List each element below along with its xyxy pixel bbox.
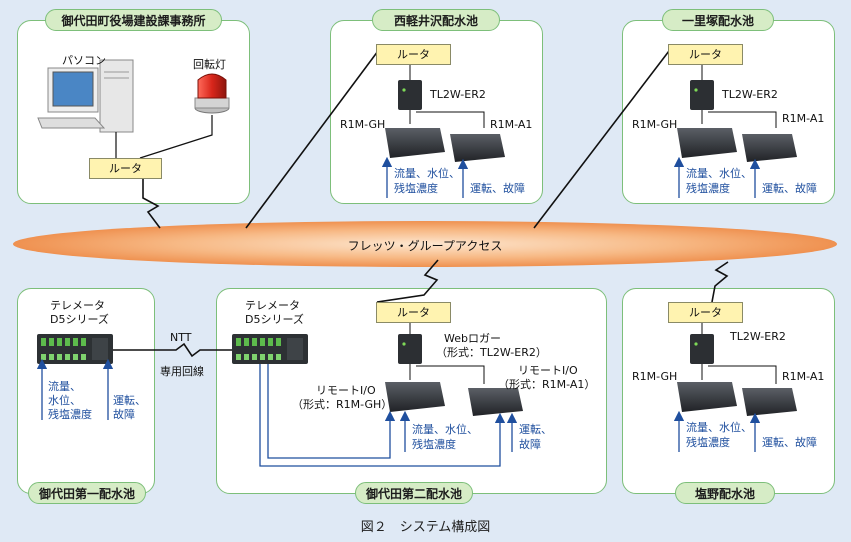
- remote-io-a1-icon: [450, 134, 505, 162]
- gh-label-2: （形式：R1M-GH）: [292, 398, 393, 411]
- gh-signal-1: 流量、水位、: [686, 167, 752, 180]
- link-shiono: [711, 261, 729, 303]
- router-shiono: ルータ: [668, 302, 743, 323]
- a1-label: R1M-A1: [782, 370, 825, 383]
- a1-label-2: （形式：R1M-A1）: [498, 378, 596, 391]
- link-daini: [376, 259, 439, 303]
- computer-icon: [37, 59, 134, 133]
- office-title: 御代田町役場建設課事務所: [45, 9, 222, 31]
- signal-right-2: 故障: [113, 408, 135, 421]
- gh-signal-2: 残塩濃度: [686, 436, 730, 449]
- remote-io-gh-icon: [677, 382, 737, 412]
- telemeter-label-1: テレメータ: [50, 299, 105, 312]
- figure-caption: 図２ システム構成図: [360, 520, 491, 535]
- telemeter-d5-icon-daini: [232, 334, 308, 364]
- gh-label: R1M-GH: [340, 118, 386, 131]
- logger-icon: [690, 80, 714, 110]
- gh-signal-1: 流量、水位、: [686, 421, 752, 434]
- ntt-label: NTT: [170, 331, 192, 344]
- pc-label: パソコン: [62, 54, 106, 67]
- network-cloud: [13, 221, 837, 267]
- a1-label: R1M-A1: [782, 112, 825, 125]
- site-devices-shiono: [673, 323, 797, 452]
- logger-label: TL2W-ER2: [722, 88, 778, 101]
- a1-signal-1: 運転、故障: [762, 436, 817, 449]
- link-ichiri: [533, 50, 670, 229]
- logger-label: TL2W-ER2: [430, 88, 486, 101]
- logger-icon: [398, 80, 422, 110]
- remote-io-a1-icon: [742, 388, 797, 416]
- a1-label: R1M-A1: [490, 118, 533, 131]
- signal-left-2: 水位、: [48, 394, 81, 407]
- telemeter-label-2: D5シリーズ: [50, 313, 109, 326]
- gh-signal-1: 流量、水位、: [394, 167, 460, 180]
- a1-signal-1: 運転、故障: [762, 182, 817, 195]
- web-logger-icon: [398, 334, 422, 364]
- gh-label: R1M-GH: [632, 370, 678, 383]
- wan-links: [142, 50, 729, 303]
- remote-io-a1-icon: [742, 134, 797, 162]
- daini-title: 御代田第二配水池: [355, 482, 473, 504]
- signal-right-1: 運転、: [113, 394, 146, 407]
- site-devices-nishi: [381, 65, 505, 198]
- router-office: ルータ: [89, 158, 162, 179]
- a1-signal-1: 運転、故障: [470, 182, 525, 195]
- telemeter-label-1: テレメータ: [245, 299, 300, 312]
- a1-signal-2: 故障: [519, 438, 541, 451]
- remote-io-a1-icon: [468, 388, 523, 416]
- gh-signal-2: 残塩濃度: [686, 182, 730, 195]
- gh-label-1: リモートI/O: [316, 384, 376, 397]
- remote-io-gh-icon: [385, 382, 445, 412]
- telemeter-label-2: D5シリーズ: [245, 313, 304, 326]
- signal-left-1: 流量、: [48, 380, 81, 393]
- logger-icon: [690, 334, 714, 364]
- gh-signal-1: 流量、水位、: [412, 423, 478, 436]
- panel-daiichi: [17, 288, 155, 494]
- site-devices-ichiri: [673, 65, 797, 198]
- router-daini: ルータ: [376, 302, 451, 323]
- shiono-title: 塩野配水池: [675, 482, 775, 504]
- web-logger-label-1: Webロガー: [444, 332, 501, 345]
- router-ichirizuka: ルータ: [668, 44, 743, 65]
- lamp-label: 回転灯: [193, 58, 226, 71]
- signal-left-3: 残塩濃度: [48, 408, 92, 421]
- remote-io-gh-icon: [385, 128, 445, 158]
- link-office: [142, 178, 161, 229]
- gh-label: R1M-GH: [632, 118, 678, 131]
- gh-signal-2: 残塩濃度: [412, 438, 456, 451]
- router-nishikaruizawa: ルータ: [376, 44, 451, 65]
- web-logger-label-2: （形式：TL2W-ER2）: [436, 346, 547, 359]
- telemeter-d5-icon-daiichi: [37, 334, 113, 364]
- a1-label-1: リモートI/O: [518, 364, 578, 377]
- logger-label: TL2W-ER2: [730, 330, 786, 343]
- ichirizuka-title: 一里塚配水池: [662, 9, 774, 31]
- nishikaruizawa-title: 西軽井沢配水池: [372, 9, 500, 31]
- daiichi-title: 御代田第一配水池: [28, 482, 146, 504]
- ntt-line: [113, 342, 232, 358]
- network-label: フレッツ・グループアクセス: [347, 239, 503, 253]
- gh-signal-2: 残塩濃度: [394, 182, 438, 195]
- link-nishi: [245, 50, 379, 229]
- leased-line-label: 専用回線: [160, 365, 204, 378]
- rotating-lamp-icon: [194, 73, 230, 114]
- remote-io-gh-icon: [677, 128, 737, 158]
- a1-signal-1: 運転、: [519, 423, 552, 436]
